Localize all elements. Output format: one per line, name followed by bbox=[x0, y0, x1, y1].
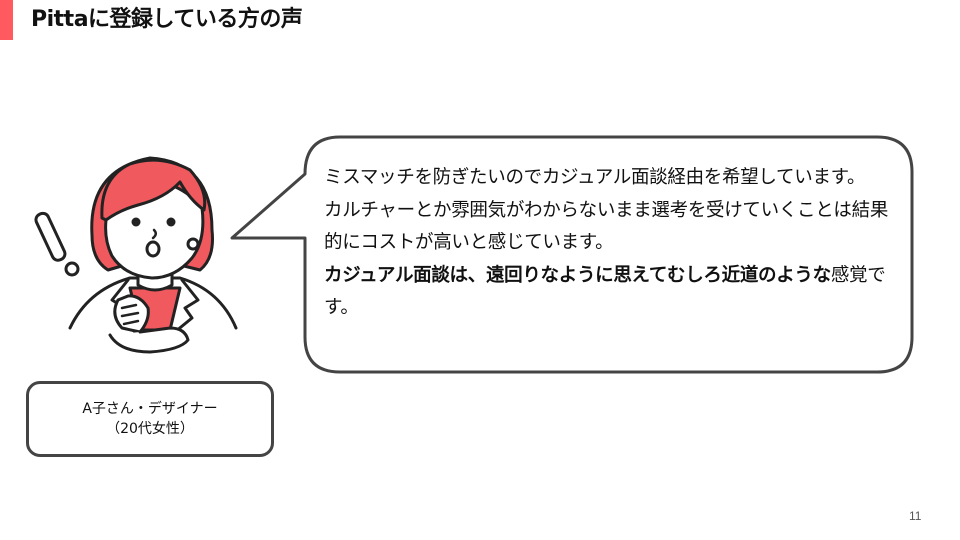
persona-demographic: （20代女性） bbox=[106, 421, 194, 437]
surprised-woman-icon bbox=[34, 156, 238, 354]
testimonial-paragraph-3: カジュアル面談は、遠回りなように思えてむしろ近道のような感覚です。 bbox=[324, 260, 904, 325]
exclamation-icon bbox=[34, 211, 67, 262]
title-accent-bar bbox=[0, 0, 13, 40]
testimonial-paragraph-2: カルチャーとか雰囲気がわからないまま選考を受けていくことは結果的にコストが高いと… bbox=[324, 199, 889, 254]
persona-name-role: A子さん・デザイナー bbox=[82, 401, 218, 417]
testimonial-text: ミスマッチを防ぎたいのでカジュアル面談経由を希望しています。 カルチャーとか雰囲… bbox=[324, 162, 904, 325]
testimonial-tail: 感覚です。 bbox=[324, 264, 886, 319]
persona-card: A子さん・デザイナー （20代女性） bbox=[26, 381, 274, 457]
testimonial-highlight: カジュアル面談は、遠回りなように思えてむしろ近道のような bbox=[324, 264, 831, 286]
testimonial-paragraph-1: ミスマッチを防ぎたいのでカジュアル面談経由を希望しています。 bbox=[324, 167, 866, 188]
page-title: Pittaに登録している方の声 bbox=[31, 7, 303, 32]
page-number: 11 bbox=[909, 509, 922, 523]
